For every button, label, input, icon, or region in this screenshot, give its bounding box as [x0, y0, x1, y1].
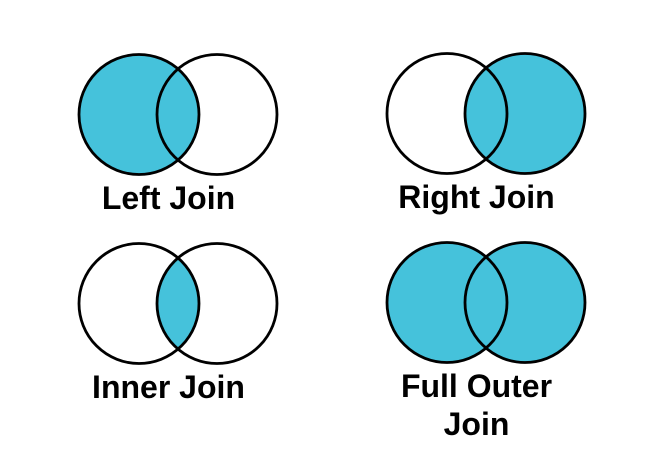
diagram-label-right-join: Right Join	[398, 179, 555, 215]
diagram-label-inner-join: Inner Join	[92, 369, 245, 405]
venn-diagram-full-outer-join	[385, 241, 586, 364]
diagram-label-left-join: Left Join	[101, 180, 236, 216]
right-circle-outline	[155, 242, 278, 365]
venn-diagram-left-join	[77, 53, 278, 176]
right-circle-outline	[463, 52, 586, 175]
right-circle-region	[464, 53, 585, 174]
intersection-region	[156, 243, 199, 364]
left-circle-outline	[77, 53, 200, 176]
diagram-label-full-outer-join: Full Outer Join	[400, 368, 553, 442]
left-circle-outline	[385, 241, 508, 364]
right-circle-outline	[463, 241, 586, 364]
left-circle-outline	[77, 242, 200, 365]
left-circle-region	[78, 54, 199, 175]
venn-diagram-right-join	[385, 52, 586, 175]
figure-inner-join: Inner Join	[14, 237, 341, 474]
left-circle-outline	[385, 52, 508, 175]
right-circle-outline	[155, 53, 278, 176]
figure-left-join: Left Join	[14, 0, 341, 237]
figure-full-outer-join: Full Outer Join	[322, 237, 649, 474]
right-circle-region	[464, 242, 585, 363]
venn-diagram-inner-join	[77, 242, 278, 365]
figure-right-join: Right Join	[322, 0, 649, 237]
